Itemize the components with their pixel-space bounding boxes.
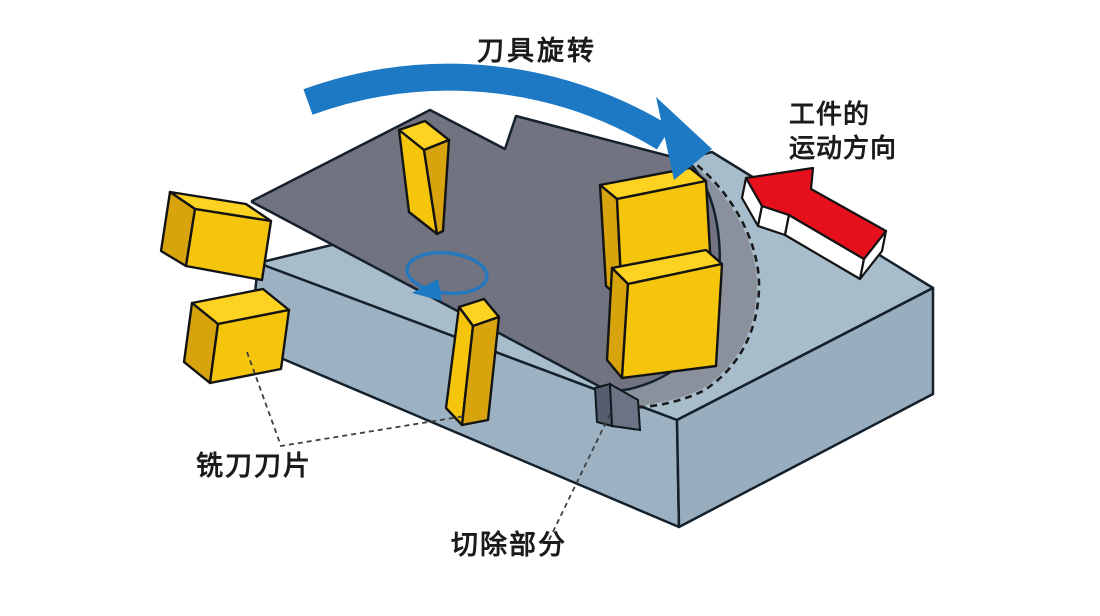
insert-top-center xyxy=(397,119,451,236)
label-tool-rotation: 刀具旋转 xyxy=(477,36,597,67)
removed-section-step xyxy=(593,382,642,432)
cut-band xyxy=(610,161,757,407)
step-wall-right xyxy=(608,382,642,432)
insert-left-lower xyxy=(182,287,291,385)
insert-left-upper xyxy=(159,190,273,282)
label-workpiece-direction-line2: 运动方向 xyxy=(789,133,898,164)
label-cutter-inserts: 铣刀刀片 xyxy=(196,451,312,482)
leader-cutter-inserts xyxy=(246,351,466,448)
insert-front-center xyxy=(444,297,501,427)
label-removed-section: 切除部分 xyxy=(451,530,567,561)
milling-inserts xyxy=(159,119,724,427)
label-workpiece-direction: 工件的 运动方向 xyxy=(789,99,897,167)
tool-rotation-arrow-icon xyxy=(303,63,712,180)
cutter-center-rotation-icon xyxy=(405,250,489,301)
cutter-path-dashed-arc xyxy=(612,156,761,410)
label-workpiece-direction-line1: 工件的 xyxy=(789,100,871,130)
feed-direction-arrow-icon xyxy=(740,166,888,281)
workpiece-right-face xyxy=(675,286,935,529)
leader-lines xyxy=(246,351,611,541)
insert-right-lower xyxy=(605,248,724,380)
